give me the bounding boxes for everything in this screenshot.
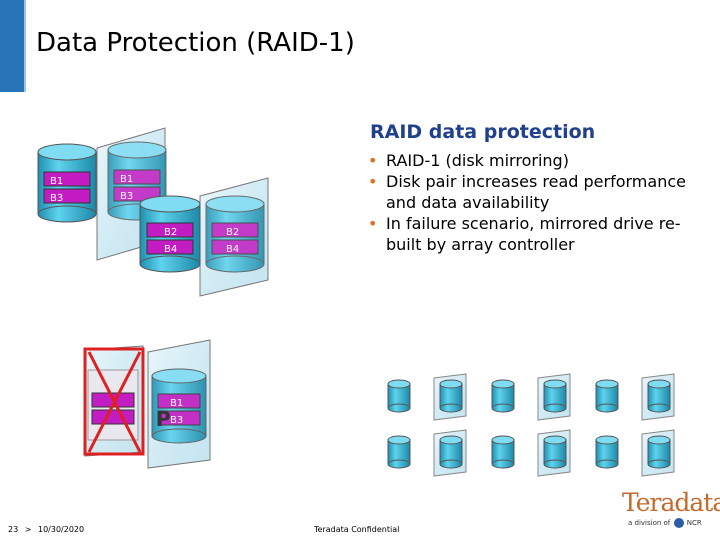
failed-disk xyxy=(83,347,145,456)
array-disk-cylinder xyxy=(491,435,515,469)
title-accent-bar xyxy=(0,0,24,92)
array-disk-cylinder xyxy=(595,379,619,413)
array-disk-cylinder xyxy=(387,435,411,469)
bullet-item: •In failure scenario, mirrored drive re-… xyxy=(368,214,681,254)
logo-subline: a division of NCR xyxy=(628,518,702,528)
array-disk-cylinder xyxy=(595,435,619,469)
failure-x-icon xyxy=(83,347,145,456)
block-label: B1 xyxy=(170,398,183,409)
bullet-dot-icon: • xyxy=(368,214,378,233)
parity-marker: P xyxy=(156,407,171,431)
block-label: B4 xyxy=(226,244,239,255)
block-label: B1 xyxy=(120,174,133,185)
bullet-item: •Disk pair increases read performance an… xyxy=(368,172,686,212)
confidential-notice: Teradata Confidential xyxy=(314,525,400,534)
array-disk-cylinder xyxy=(491,379,515,413)
footer-left: 23 > 10/30/2020 xyxy=(8,525,84,534)
page-number: 23 xyxy=(8,525,19,534)
block-label: B3 xyxy=(50,193,63,204)
disk-cylinder: B1 B3 xyxy=(37,143,97,223)
logo-wordmark: Teradata xyxy=(622,488,720,517)
bullet-list: •RAID-1 (disk mirroring) •Disk pair incr… xyxy=(366,150,711,255)
array-disk-cylinder xyxy=(647,379,671,413)
block-label: B4 xyxy=(164,244,177,255)
ncr-badge-icon xyxy=(673,518,684,528)
block-label: B2 xyxy=(164,227,177,238)
footer-date: 10/30/2020 xyxy=(37,525,85,534)
disk-cylinder: B2 B4 xyxy=(139,195,201,273)
array-disk-cylinder xyxy=(439,379,463,413)
array-disk-cylinder xyxy=(647,435,671,469)
array-disk-cylinder xyxy=(543,435,567,469)
block-label: B1 xyxy=(50,176,63,187)
bullet-dot-icon: • xyxy=(368,172,378,191)
section-heading: RAID data protection xyxy=(370,121,596,143)
block-label: B2 xyxy=(226,227,239,238)
title-accent-line xyxy=(24,0,26,92)
disk-array xyxy=(387,373,675,477)
teradata-logo: Teradata a division of NCR xyxy=(622,488,720,528)
footer-separator: > xyxy=(24,525,32,534)
disk-cylinder: B1 B3 P xyxy=(151,368,207,444)
slide-title: Data Protection (RAID-1) xyxy=(36,28,355,58)
array-disk-cylinder xyxy=(543,379,567,413)
bullet-dot-icon: • xyxy=(368,151,378,170)
array-disk-cylinder xyxy=(387,379,411,413)
block-label: B3 xyxy=(120,191,133,202)
block-label: B3 xyxy=(170,415,183,426)
array-disk-cylinder xyxy=(439,435,463,469)
disk-cylinder: B2 B4 xyxy=(205,195,265,273)
bullet-item: •RAID-1 (disk mirroring) xyxy=(368,151,569,170)
